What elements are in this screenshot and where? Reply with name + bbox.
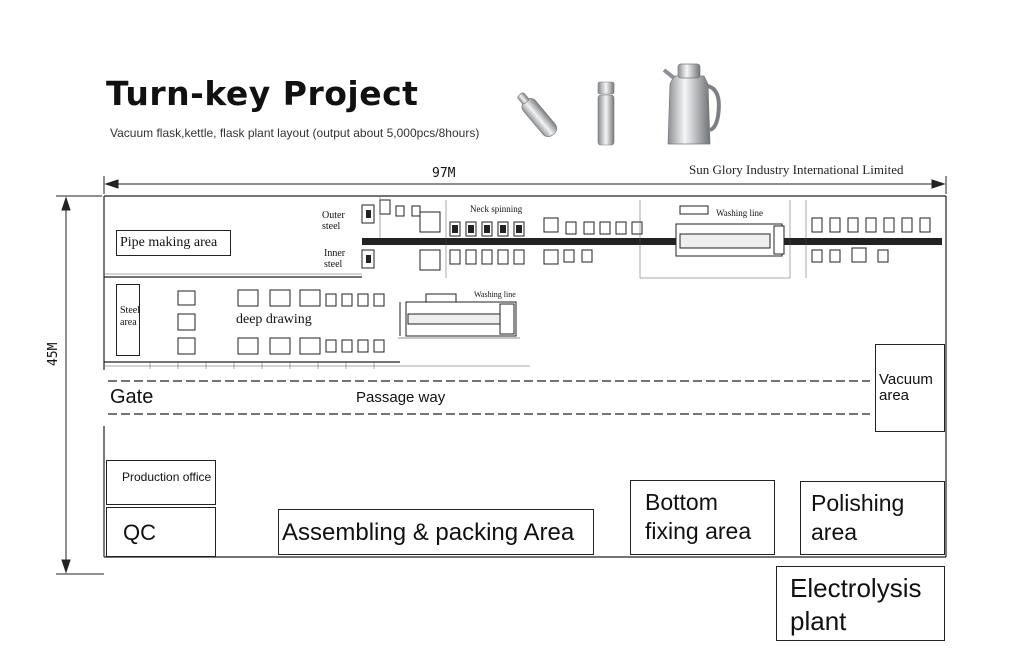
vacuum-area: Vacuum area (875, 344, 945, 432)
thermos-flask-icon (597, 81, 615, 146)
washing-line-label-lower: Washing line (474, 290, 516, 299)
assembling-packing-area: Assembling & packing Area (278, 509, 594, 555)
bottom-fixing-area: Bottom fixing area (630, 480, 775, 555)
pipe-making-area: Pipe making area (116, 230, 231, 256)
outer-steel-label: Outer steel (322, 210, 345, 232)
width-dimension-label: 97M (432, 166, 456, 181)
deep-drawing-label: deep drawing (236, 312, 312, 327)
sports-bottle-icon (517, 92, 557, 137)
electrolysis-plant: Electrolysis plant (776, 566, 945, 641)
polishing-area: Polishing area (800, 481, 945, 555)
page-subtitle: Vacuum flask,kettle, flask plant layout … (110, 126, 480, 140)
passage-way-lines (108, 380, 870, 415)
coffee-kettle-icon (662, 63, 721, 145)
company-name: Sun Glory Industry International Limited (689, 162, 904, 177)
width-dimension (103, 176, 947, 194)
inner-steel-label: Inner steel (324, 248, 346, 270)
washing-line-lower (398, 293, 520, 339)
plant-outline (103, 195, 947, 558)
qc-area: QC (106, 507, 216, 557)
spinning-line (361, 196, 942, 278)
passage-way-label: Passage way (356, 389, 446, 406)
height-dimension (56, 195, 104, 575)
gate-label: Gate (110, 386, 154, 408)
production-office: Production office (106, 460, 216, 505)
height-dimension-label: 45M (46, 342, 61, 366)
deep-drawing-machines (177, 289, 385, 355)
neck-spinning-label: Neck spinning (470, 204, 523, 214)
washing-line-label: Washing line (716, 208, 764, 218)
steel-area: Steel area (116, 284, 140, 356)
page-title: Turn-key Project (106, 74, 419, 113)
spacing-ticks (104, 273, 790, 369)
